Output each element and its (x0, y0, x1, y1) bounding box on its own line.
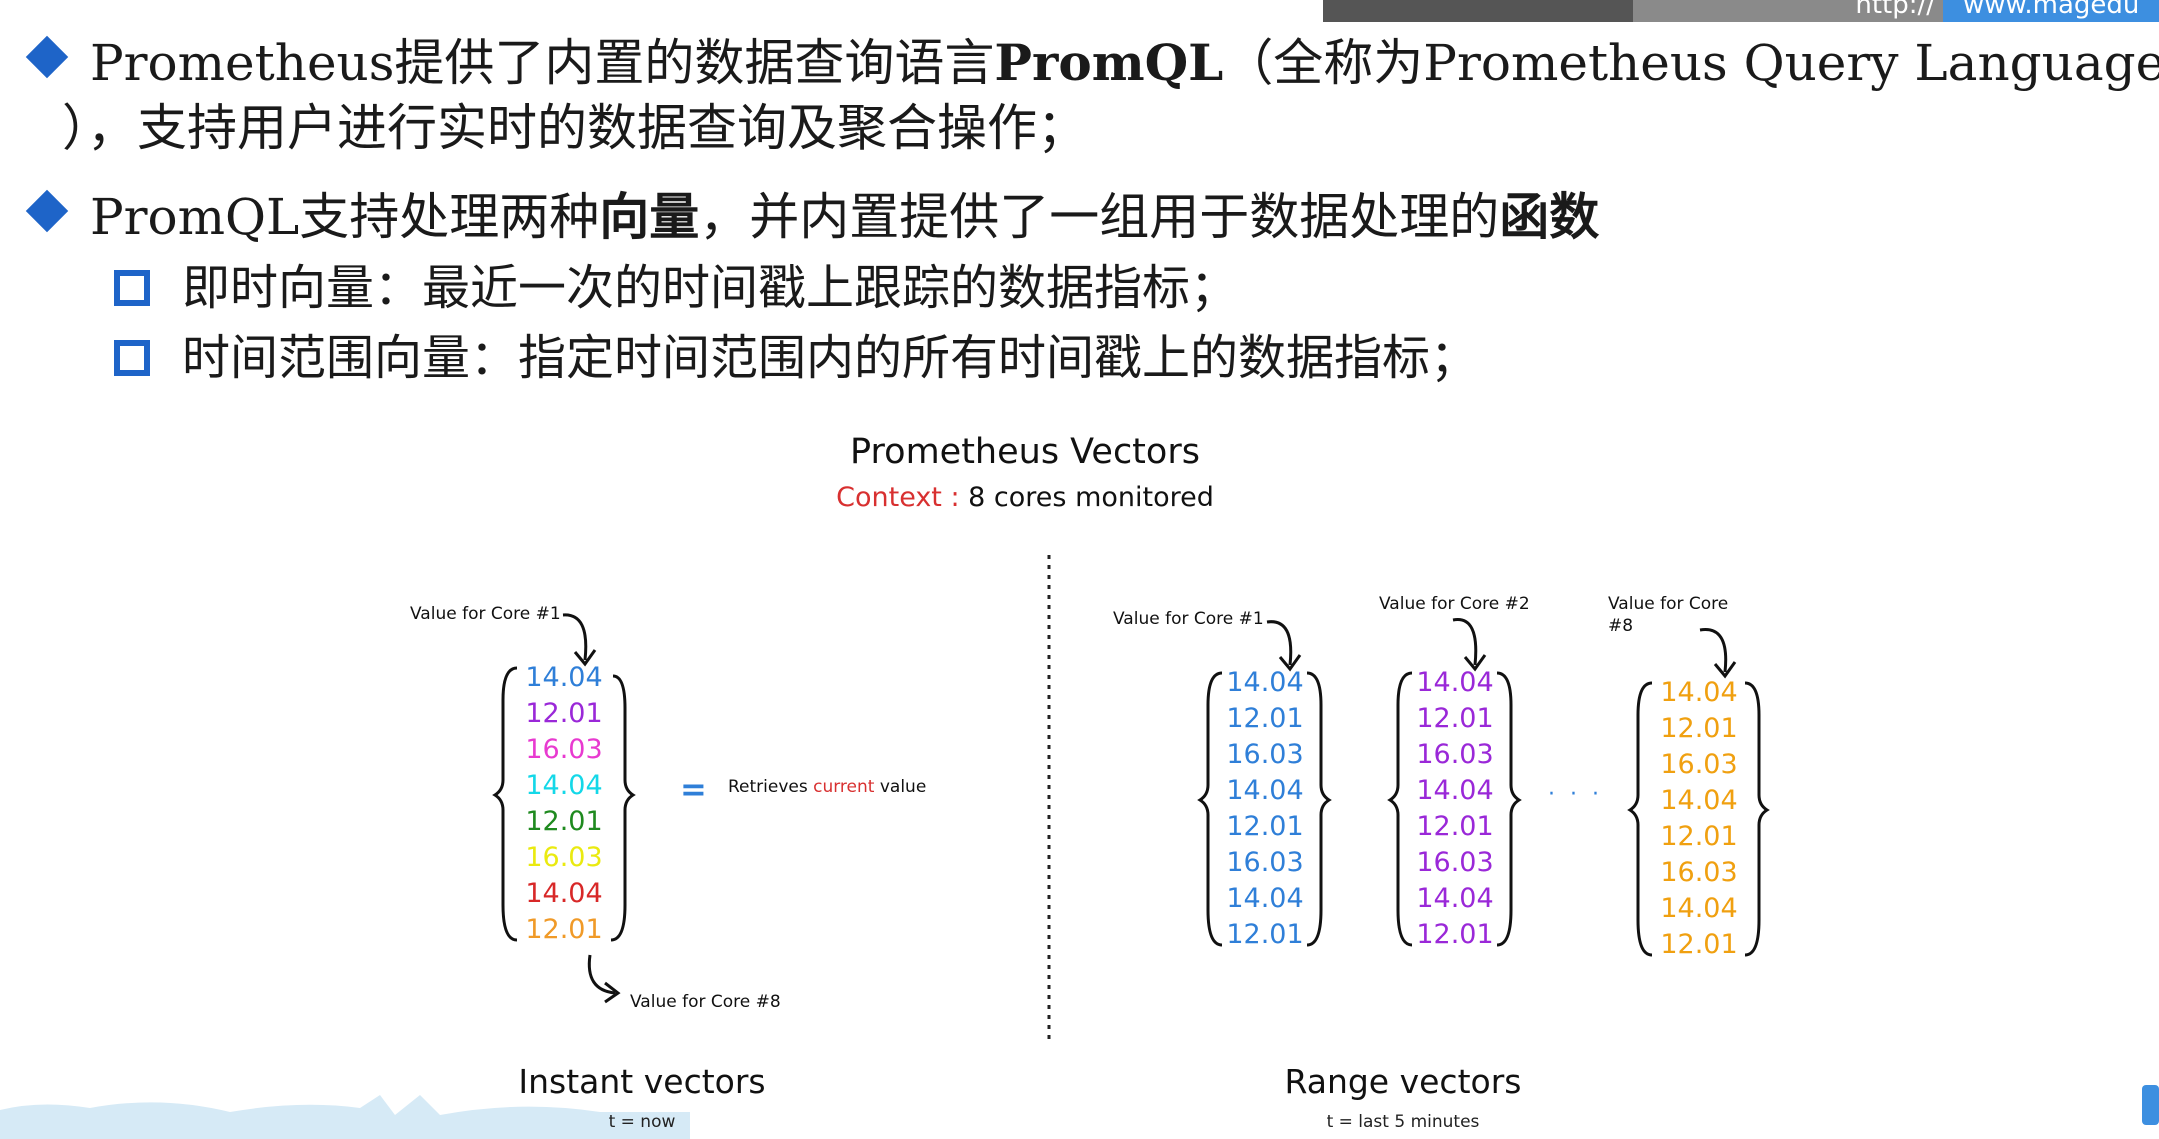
instant-vector-value: 16.03 (525, 734, 603, 765)
range-vector-2-value: 16.03 (1416, 847, 1494, 878)
range-vector-1-value: 14.04 (1226, 775, 1304, 806)
top-address-bar: http:// www.magedu (1323, 0, 2159, 22)
retrieves-post: value (874, 777, 927, 797)
instant-vector-value: 12.01 (525, 806, 603, 837)
context-value: 8 cores monitored (968, 482, 1214, 513)
address-bar-left (1323, 0, 1633, 22)
bullet-1-text-2: （全称为Prometheus Query Language (1223, 34, 2159, 92)
bullet-1-line2: ），支持用户进行实时的数据查询及聚合操作； (62, 99, 1087, 157)
instant-vector-value: 16.03 (525, 842, 603, 873)
range-vector-1-value: 14.04 (1226, 667, 1304, 698)
instant-label-core8: Value for Core #8 (630, 992, 781, 1012)
instant-label-core1: Value for Core #1 (410, 604, 561, 624)
instant-vector-value: 14.04 (525, 770, 603, 801)
retrieves-highlight: current (813, 777, 875, 797)
context-label: Context : (836, 482, 960, 513)
range-vector-8-value: 16.03 (1660, 749, 1738, 780)
arrow-core8 (587, 954, 616, 995)
instant-subcaption: t = now (608, 1112, 676, 1132)
range-vector-1-value: 12.01 (1226, 811, 1304, 842)
range-vector-1-value: 12.01 (1226, 919, 1304, 950)
url-prefix: http:// (1633, 0, 1943, 22)
range-vector-2-value: 16.03 (1416, 739, 1494, 770)
square-bullet-icon (114, 270, 150, 306)
range-vector-2-value: 14.04 (1416, 775, 1494, 806)
instant-bracket-left (492, 666, 518, 942)
range-vector-1-value: 12.01 (1226, 703, 1304, 734)
figure-title: Prometheus Vectors (850, 432, 1200, 472)
range-label-core1: Value for Core #1 (1113, 609, 1264, 629)
bullet-2-bold-1: 向量 (599, 187, 700, 246)
arrow-core1 (562, 613, 588, 661)
range-vector-2-value: 12.01 (1416, 919, 1494, 950)
range-subcaption: t = last 5 minutes (1326, 1112, 1480, 1132)
range-vector-8-value: 12.01 (1660, 713, 1738, 744)
range-vector-2-value: 12.01 (1416, 703, 1494, 734)
instant-vector-value: 12.01 (525, 698, 603, 729)
instant-vector-value: 14.04 (525, 878, 603, 909)
range-vector-1-brackets (1197, 671, 1332, 947)
bullet-1: Prometheus提供了内置的数据查询语言PromQL（全称为Promethe… (90, 30, 2159, 96)
range-vector-8-value: 14.04 (1660, 893, 1738, 924)
range-label-core2: Value for Core #2 (1379, 594, 1530, 614)
range-vector-8-value: 16.03 (1660, 857, 1738, 888)
url-site: www.magedu (1943, 0, 2159, 22)
square-bullet-icon (114, 340, 150, 376)
range-vector-8-value: 14.04 (1660, 677, 1738, 708)
range-vector-2-values: 14.04 12.01 16.03 14.04 12.01 16.03 14.04 12.01 (1400, 665, 1510, 953)
range-caption: Range vectors (1284, 1062, 1522, 1101)
retrieves-pre: Retrieves (728, 777, 814, 797)
equals-sign: = (680, 770, 707, 808)
range-vector-8-value: 14.04 (1660, 785, 1738, 816)
sub-bullet-1: 即时向量：最近一次的时间戳上跟踪的数据指标； (182, 260, 1239, 316)
range-vector-1-value: 16.03 (1226, 847, 1304, 878)
instant-vector-value: 14.04 (525, 662, 603, 693)
range-label-core8-a: Value for Core (1608, 594, 1729, 614)
range-vector-1-value: 14.04 (1226, 883, 1304, 914)
arrowhead-core8 (604, 981, 621, 1004)
bullet-1-text: Prometheus提供了内置的数据查询语言 (90, 34, 995, 92)
bullet-2-text-2: ，并内置提供了一组用于数据处理的 (699, 188, 1500, 246)
range-vector-1-values: 14.04 12.01 16.03 14.04 12.01 16.03 14.04 12.01 (1210, 665, 1320, 953)
bullet-2-bold-2: 函数 (1499, 187, 1600, 246)
range-vector-8-value: 12.01 (1660, 929, 1738, 960)
instant-vector-value: 12.01 (525, 914, 603, 945)
sub-bullet-2: 时间范围向量：指定时间范围内的所有时间戳上的数据指标； (182, 330, 1479, 386)
instant-bracket-right (610, 674, 636, 942)
instant-caption: Instant vectors (518, 1062, 766, 1101)
instant-vector-values: 14.04 12.01 16.03 14.04 12.01 16.03 14.04 12.01 (509, 660, 619, 948)
retrieves-text: Retrieves current value (728, 777, 926, 797)
bullet-2: PromQL支持处理两种向量，并内置提供了一组用于数据处理的函数 (90, 184, 1599, 250)
range-vector-8-values: 14.04 12.01 16.03 14.04 12.01 16.03 14.04 12.01 (1644, 675, 1754, 963)
range-vector-2-value: 12.01 (1416, 811, 1494, 842)
arrowhead-core1 (573, 649, 597, 667)
figure-context: Context : 8 cores monitored (0, 482, 2050, 513)
ellipsis: · · · (1548, 782, 1603, 807)
range-label-core8-b: #8 (1608, 616, 1634, 636)
range-vector-8-value: 12.01 (1660, 821, 1738, 852)
range-vector-2-brackets (1387, 671, 1522, 947)
range-vector-1-value: 16.03 (1226, 739, 1304, 770)
range-vector-2-value: 14.04 (1416, 883, 1494, 914)
range-vector-8-brackets (1627, 681, 1770, 957)
range-vector-2-value: 14.04 (1416, 667, 1494, 698)
bullet-1-bold: PromQL (994, 33, 1224, 92)
bullet-2-text: PromQL支持处理两种 (90, 188, 600, 246)
